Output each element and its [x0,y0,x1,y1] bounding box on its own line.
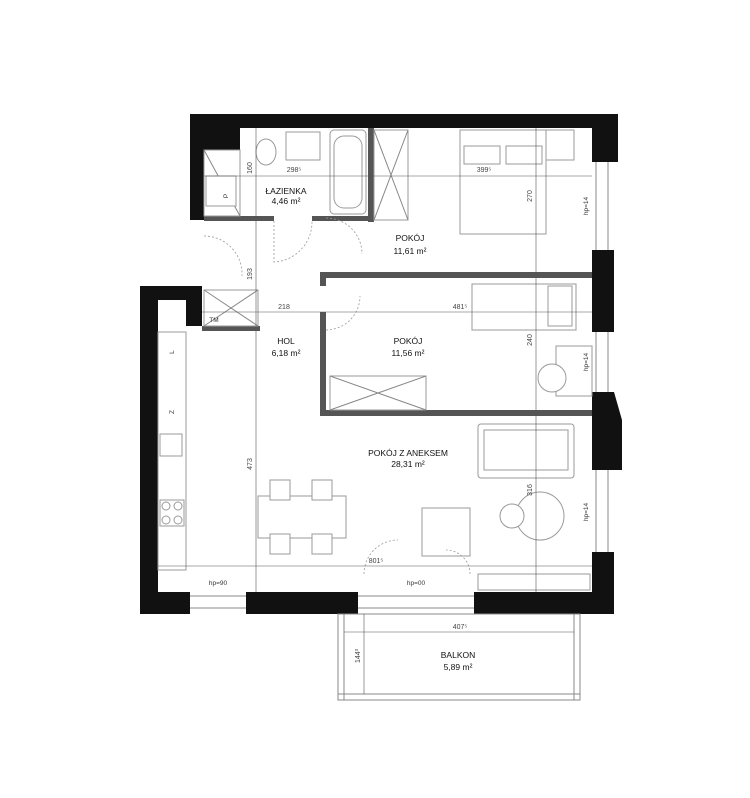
dim-218: 218 [278,304,290,311]
wall-right-bevel-mid [614,392,622,470]
dim-144: 144³ [355,648,362,663]
chair-1 [269,479,291,501]
doors [203,217,471,575]
dining-table [257,495,347,539]
hol-area: 6,18 m² [272,348,301,358]
wall-hol-left-lower [202,326,260,331]
pokoj-aneks-name: POKÓJ Z ANEKSEM [368,448,448,458]
chair-4 [311,533,333,555]
wall-room2-left [320,312,326,416]
bathtub-inner [333,135,363,209]
balcony-outline [337,613,581,701]
annotations: hp=14 hp=14 hp=14 hp=90 hp=00 TM P L Z [169,194,590,587]
wall-bath-bottom [204,216,274,221]
wall-bottom-mid [246,592,358,614]
pokoj2-area: 11,56 m² [392,348,425,358]
balcony-door-left [363,539,399,575]
hp14-bottom: hp=14 [583,502,590,521]
pokoj-aneks-area: 28,31 m² [391,459,425,469]
dim-270: 270 [527,190,534,202]
l-label: L [169,350,176,354]
wall-room2-bottom [320,410,592,416]
desk-bed-pillow [547,285,573,327]
hol-name: HOL [277,336,295,346]
balkon-name: BALKON [441,650,476,660]
lazienka-area: 4,46 m² [272,196,301,206]
sink [285,131,321,161]
z-label: Z [169,410,176,414]
hp14-mid: hp=14 [583,352,590,371]
tv-cabinet [477,573,591,591]
dim-399: 399⁵ [477,167,492,174]
wall-room1-bottom [320,272,592,278]
wall-bath-bottom-right [312,216,374,221]
toilet [255,138,277,166]
pokoj1-area: 11,61 m² [394,246,427,256]
wall-bath-right [368,128,374,222]
dim-407: 407⁵ [453,624,468,631]
p-label: P [223,194,230,198]
wall-right-mid2 [592,392,614,470]
windows [190,162,609,609]
room2-furniture [329,283,593,411]
balkon-area: 5,89 m² [444,662,473,672]
hp00-label: hp=00 [407,580,426,587]
balcony-door-right [445,549,471,575]
room-labels: ŁAZIENKA 4,46 m² POKÓJ 11,61 m² HOL 6,18… [265,186,475,672]
dimension-lines [158,128,592,694]
wall-bottom-left [140,592,190,614]
wall-right-bottom [592,552,614,614]
dim-240: 240 [527,334,534,346]
pillow-left [463,145,501,165]
pokoj2-name: POKÓJ [394,336,423,346]
sofa-seat [483,429,569,471]
dim-316: 316 [527,484,534,496]
chair-3 [269,533,291,555]
entry-door [203,235,243,277]
kitchen-sink [159,433,183,457]
room1-furniture [373,129,575,235]
wall-bottom-right [474,592,614,614]
tm-label: TM [209,317,218,324]
dim-801: 801⁵ [369,558,384,565]
washing-machine [205,175,237,207]
dim-481: 481⁵ [453,304,468,311]
dim-473: 473 [247,458,254,470]
nightstand [545,129,575,161]
desk-chair [537,363,567,393]
wall-top-left-block [190,114,204,220]
hp14-top: hp=14 [583,196,590,215]
bathroom-fixtures [203,129,367,217]
bath-door [273,220,313,263]
wall-left-pillar [186,286,202,326]
exterior-walls [140,114,622,614]
dimension-labels: 298⁵ 399⁵ 218 481⁵ 801⁵ 407⁵ 160 270 193… [247,162,534,663]
chair-2 [311,479,333,501]
hp90-label: hp=90 [209,580,228,587]
wall-hol-left [320,272,326,286]
dim-193: 193 [247,268,254,280]
interior-walls [202,128,592,416]
wall-top [190,114,610,128]
wall-right-bevel-top [614,114,618,162]
lazienka-name: ŁAZIENKA [265,186,306,196]
pokoj1-name: POKÓJ [396,233,425,243]
wall-right-top [592,114,614,162]
kitchen-counter [157,289,259,571]
dim-298: 298⁵ [287,167,302,174]
side-table [499,503,525,529]
wall-bath-niche [204,128,240,150]
room1-door [325,217,363,255]
pillow-right [505,145,543,165]
armchair [421,507,471,557]
room2-door [325,295,361,331]
balcony [337,613,581,701]
living-furniture [257,423,591,591]
dim-160: 160 [247,162,254,174]
wall-left-lower [140,286,158,614]
wall-right-mid1 [592,250,614,332]
